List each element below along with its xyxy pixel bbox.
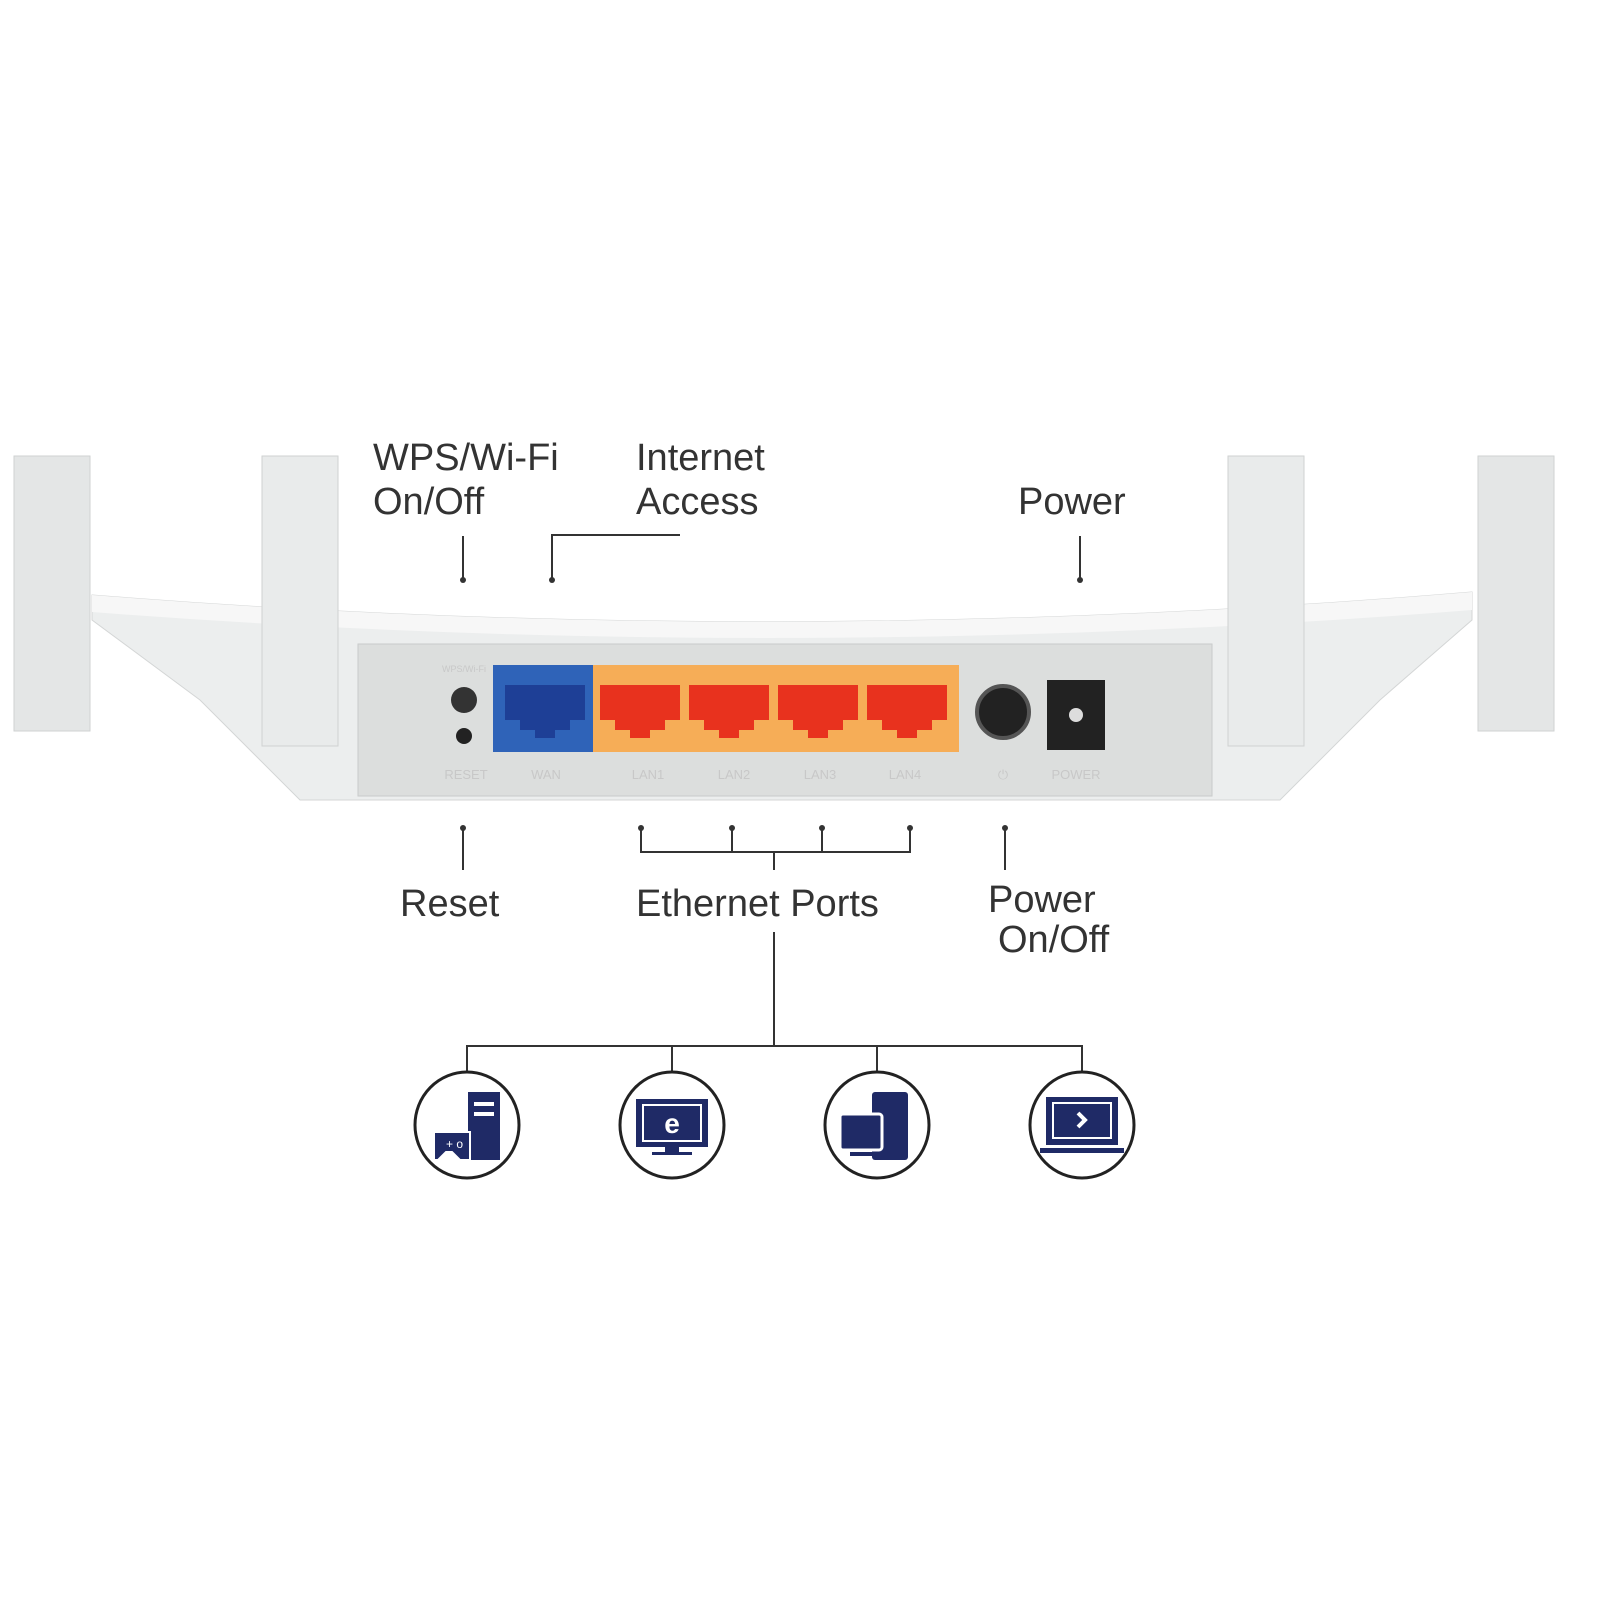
internet-callout-line2: Access [636, 481, 759, 523]
wps-callout-line1: WPS/Wi-Fi [373, 437, 559, 479]
reset-panel-label: RESET [444, 767, 487, 782]
power-switch-callout-line1: Power [988, 879, 1096, 921]
power-switch [975, 684, 1031, 740]
antenna-left-inner [261, 455, 339, 747]
lan-port-2 [689, 685, 769, 738]
svg-text:+ o: + o [446, 1137, 463, 1151]
lan1-panel-label: LAN1 [632, 767, 665, 782]
internet-tv-icon: e [618, 1070, 726, 1180]
game-console-pc-icon: + o [413, 1070, 521, 1180]
wan-panel-label: WAN [531, 767, 561, 782]
wps-button [451, 687, 477, 713]
internet-callout-line1: Internet [636, 437, 765, 479]
lan2-panel-label: LAN2 [718, 767, 751, 782]
wps-callout-line2: On/Off [373, 481, 485, 523]
wps-panel-label: WPS/Wi-Fi [442, 664, 486, 674]
lan-port-1 [600, 685, 680, 738]
desktop-computer-icon [823, 1070, 931, 1180]
ethernet-callout: Ethernet Ports [636, 883, 879, 925]
power-panel-label: POWER [1051, 767, 1100, 782]
lan3-panel-label: LAN3 [804, 767, 837, 782]
lan-port-3 [778, 685, 858, 738]
reset-button [456, 728, 472, 744]
antenna-right-inner [1227, 455, 1305, 747]
antenna-left-outer [13, 455, 91, 732]
svg-text:e: e [664, 1108, 680, 1139]
power-symbol-label: ⏻ [998, 767, 1008, 782]
leader-lines [462, 534, 1083, 1072]
power-switch-callout-line2: On/Off [998, 919, 1110, 961]
reset-callout: Reset [400, 883, 500, 925]
laptop-icon [1028, 1070, 1136, 1180]
antenna-right-outer [1477, 455, 1555, 732]
lan4-panel-label: LAN4 [889, 767, 922, 782]
wan-port [505, 685, 585, 738]
lan-port-4 [867, 685, 947, 738]
power-callout: Power [1018, 481, 1126, 523]
